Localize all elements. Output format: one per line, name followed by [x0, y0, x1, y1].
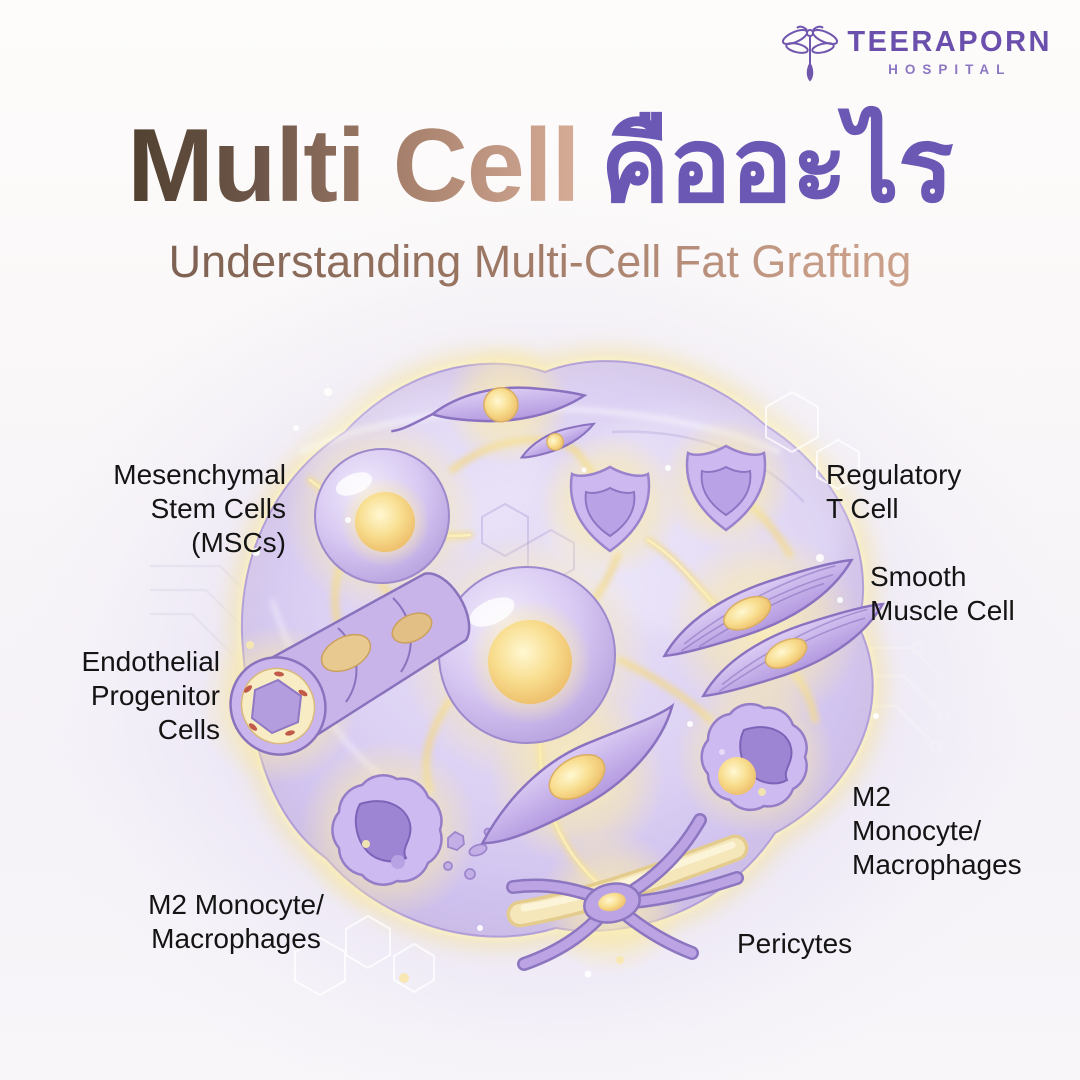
phagocytosis-fragments — [443, 827, 493, 880]
endothelial-vessel — [229, 572, 471, 756]
label-mesenchymal-stem-cells: Mesenchymal Stem Cells (MSCs) — [113, 459, 286, 559]
label-m2-monocyte-right: M2 Monocyte/ Macrophages — [852, 781, 1022, 881]
pericyte-cell — [506, 813, 749, 971]
elongated-cell — [480, 702, 675, 845]
smooth-muscle-cell-2 — [701, 602, 885, 698]
label-endothelial-progenitor: Endothelial Progenitor Cells — [81, 646, 220, 746]
title-thai: คืออะไร — [600, 108, 954, 224]
brand-logo: TEERAPORN HOSPITAL — [781, 20, 1052, 82]
page-subtitle: Understanding Multi-Cell Fat Grafting — [0, 236, 1080, 288]
brand-name: TEERAPORN — [847, 25, 1052, 58]
msc-cell — [314, 448, 450, 584]
m2-macrophage-right — [700, 702, 808, 812]
title-english: Multi Cell — [127, 108, 580, 224]
regulatory-t-cell-1 — [569, 465, 651, 553]
sparkle-dots — [252, 388, 879, 978]
regulatory-t-cell-2 — [685, 444, 767, 532]
fibroblast-spindle-large — [391, 386, 588, 433]
smooth-muscle-cell-1 — [662, 558, 854, 658]
glow-dots — [246, 641, 624, 983]
m2-macrophage-left — [331, 774, 493, 886]
label-regulatory-t-cell: Regulatory T Cell — [826, 459, 962, 525]
fibroblast-spindle-small — [519, 422, 597, 459]
label-pericytes: Pericytes — [737, 928, 853, 959]
label-m2-monocyte-left: M2 Monocyte/ Macrophages — [148, 889, 324, 955]
dragonfly-icon — [782, 25, 839, 82]
brand-tagline: HOSPITAL — [888, 61, 1012, 77]
label-smooth-muscle-cell: Smooth Muscle Cell — [870, 561, 1015, 627]
central-cell — [438, 566, 616, 744]
